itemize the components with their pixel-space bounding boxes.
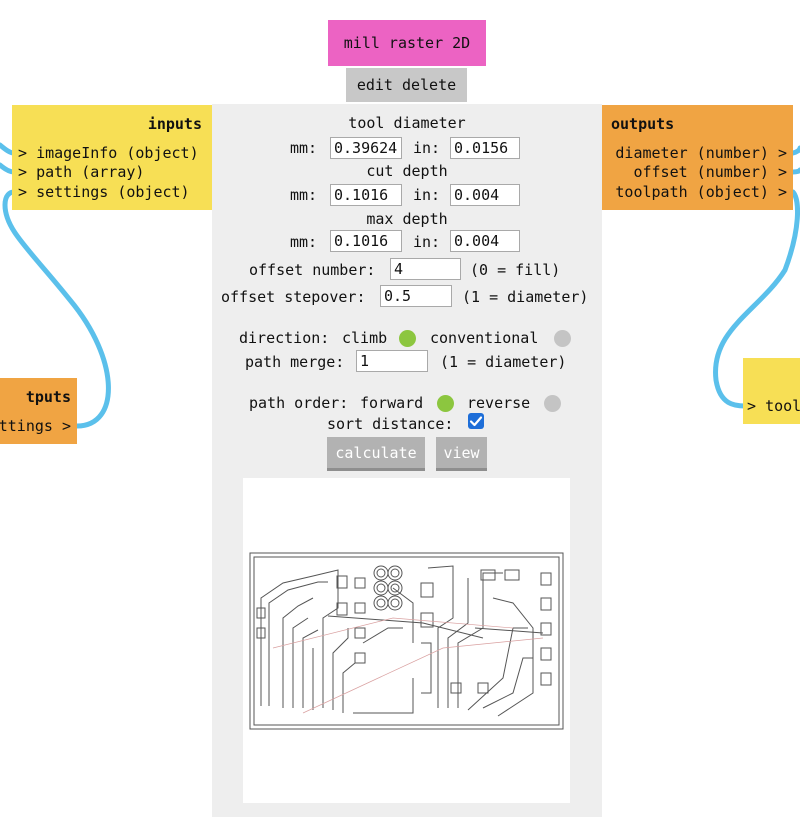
tool-diameter-in-label: in: (413, 139, 441, 157)
input-port-label: imageInfo (object) (36, 144, 199, 162)
direction-label: direction: (239, 329, 330, 347)
direction-climb-radio[interactable] (399, 330, 416, 347)
max-depth-label: max depth (366, 210, 448, 228)
outputs-panel: outputs diameter (number) > offset (numb… (602, 105, 793, 210)
offset-number-label: offset number: (249, 261, 376, 279)
module-edit-bar: edit delete (346, 68, 467, 102)
output-port-label: toolpath (object) (615, 183, 769, 201)
pcb-toolpath-image (249, 552, 564, 730)
tool-diameter-mm-label: mm: (290, 139, 318, 157)
inputs-panel: inputs > imageInfo (object) > path (arra… (12, 105, 212, 210)
wire-right-mid (790, 167, 800, 175)
offset-stepover-input[interactable] (380, 285, 452, 307)
left-module-port[interactable]: ttings > (0, 417, 71, 435)
path-order-forward-radio[interactable] (437, 395, 454, 412)
output-port-label: offset (number) (633, 163, 769, 181)
input-port-label: settings (object) (36, 183, 190, 201)
left-module-header: tputs (25, 388, 71, 406)
path-merge-note: (1 = diameter) (440, 353, 567, 371)
max-depth-mm-input[interactable] (330, 230, 402, 252)
sort-distance-checkbox[interactable] (468, 413, 484, 429)
cut-depth-in-input[interactable] (450, 184, 520, 206)
path-order-reverse-radio[interactable] (544, 395, 561, 412)
offset-stepover-note: (1 = diameter) (462, 288, 589, 306)
tool-diameter-label: tool diameter (348, 114, 466, 132)
path-order-label: path order: (249, 394, 349, 412)
input-port-label: path (array) (36, 163, 145, 181)
module-title[interactable]: mill raster 2D (328, 20, 486, 66)
left-module-outputs: tputs ttings > (0, 378, 77, 444)
input-port-path[interactable]: > path (array) (18, 163, 145, 181)
path-merge-label: path merge: (245, 353, 345, 371)
input-port-settings[interactable]: > settings (object) (18, 183, 190, 201)
cut-depth-label: cut depth (366, 162, 448, 180)
cut-depth-mm-input[interactable] (330, 184, 402, 206)
calculate-button[interactable]: calculate (327, 437, 425, 471)
wire-left-loop (2, 189, 111, 429)
output-port-diameter[interactable]: diameter (number) > (615, 144, 787, 162)
direction-conventional-radio[interactable] (554, 330, 571, 347)
wire-right-loop (713, 189, 800, 409)
output-port-label: diameter (number) (615, 144, 769, 162)
toolpath-preview (243, 478, 570, 803)
wire-right-top (790, 145, 800, 156)
output-port-toolpath[interactable]: toolpath (object) > (615, 183, 787, 201)
cut-depth-in-label: in: (413, 186, 441, 204)
right-module-port-label: tool (765, 397, 800, 415)
direction-conventional-label: conventional (430, 329, 539, 347)
offset-number-input[interactable] (390, 258, 461, 280)
delete-button[interactable]: delete (401, 76, 457, 94)
max-depth-mm-label: mm: (290, 233, 318, 251)
max-depth-in-label: in: (413, 233, 441, 251)
output-port-offset[interactable]: offset (number) > (633, 163, 787, 181)
input-port-imageinfo[interactable]: > imageInfo (object) (18, 144, 199, 162)
sort-distance-label: sort distance: (327, 415, 454, 433)
right-module-port[interactable]: > tool (747, 397, 800, 415)
left-module-port-label: ttings (0, 417, 53, 435)
edit-button[interactable]: edit (356, 76, 393, 94)
checkmark-icon (469, 416, 483, 427)
offset-number-note: (0 = fill) (470, 261, 561, 279)
view-button[interactable]: view (436, 437, 487, 471)
path-merge-input[interactable] (356, 350, 428, 372)
outputs-header: outputs (611, 115, 675, 133)
tool-diameter-mm-input[interactable] (330, 137, 402, 159)
inputs-header: inputs (147, 115, 202, 133)
cut-depth-mm-label: mm: (290, 186, 318, 204)
path-order-forward-label: forward (360, 394, 424, 412)
path-order-reverse-label: reverse (467, 394, 531, 412)
tool-diameter-in-input[interactable] (450, 137, 520, 159)
direction-climb-label: climb (342, 329, 388, 347)
right-module-inputs: > tool (743, 358, 800, 424)
offset-stepover-label: offset stepover: (221, 288, 366, 306)
max-depth-in-input[interactable] (450, 230, 520, 252)
